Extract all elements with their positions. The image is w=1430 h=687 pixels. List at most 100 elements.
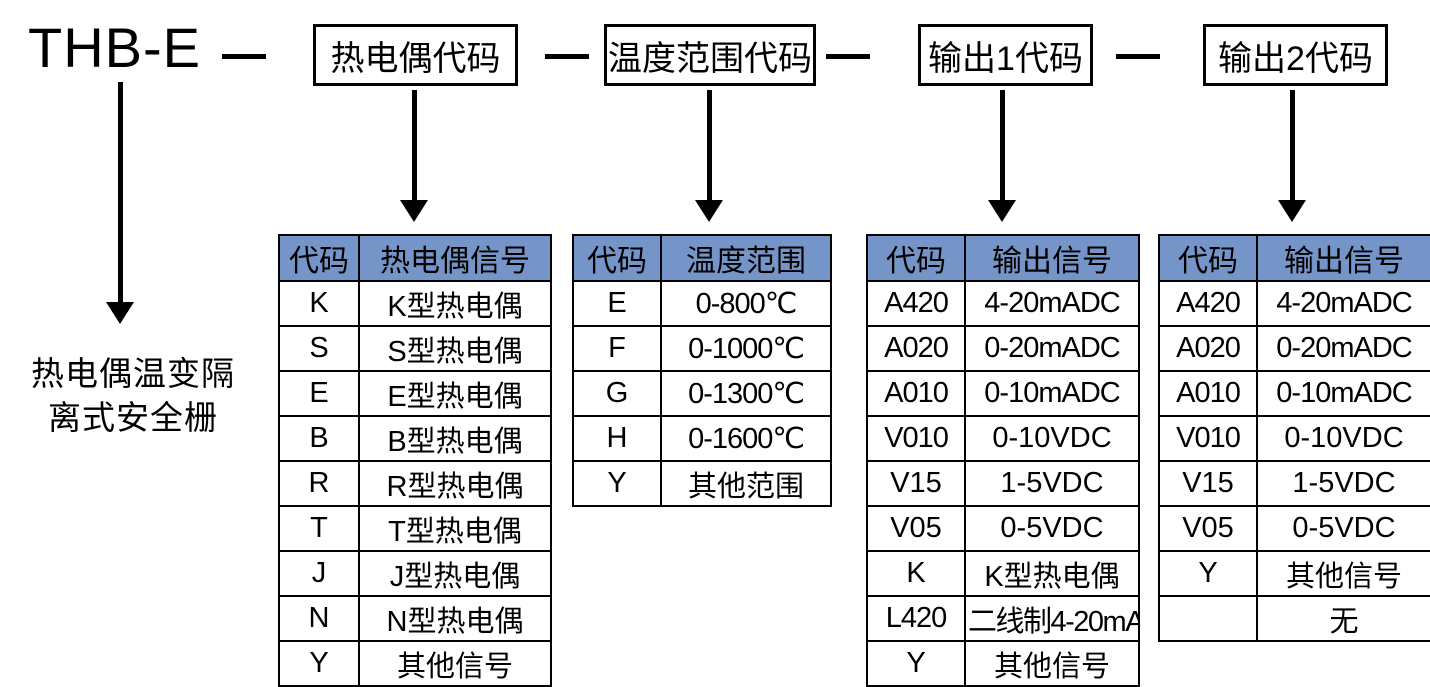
- table-row: V15 1-5VDC: [1158, 460, 1430, 507]
- product-description-line-2: 离式安全栅: [48, 399, 218, 436]
- column-header-value: 温度范围: [660, 234, 832, 282]
- arrow-head-output1: [988, 200, 1016, 222]
- table-output2-codes: 代码 输出信号 A420 4-20mADC A020 0-20mADC A010…: [1158, 234, 1430, 642]
- cell-value: K型热电偶: [964, 550, 1140, 597]
- arrow-line-product-description: [118, 82, 123, 304]
- cell-value: J型热电偶: [358, 550, 552, 597]
- separator-dash-3: [826, 54, 870, 59]
- cell-code: K: [866, 550, 966, 597]
- arrow-line-output1: [1000, 90, 1005, 202]
- cell-code: A020: [1158, 325, 1258, 372]
- table-body: A420 4-20mADC A020 0-20mADC A010 0-10mAD…: [866, 280, 1140, 687]
- cell-value: 0-800℃: [660, 280, 832, 327]
- table-row: Y 其他范围: [572, 460, 832, 507]
- cell-code: B: [278, 415, 360, 462]
- cell-value: 其他信号: [1256, 550, 1430, 597]
- cell-code: T: [278, 505, 360, 552]
- column-header-value: 输出信号: [1256, 234, 1430, 282]
- arrow-line-temperature-range: [707, 90, 712, 202]
- cell-code: J: [278, 550, 360, 597]
- cell-code: V010: [866, 415, 966, 462]
- column-header-code: 代码: [1158, 234, 1258, 282]
- table-row: B B型热电偶: [278, 415, 552, 462]
- table-row: E E型热电偶: [278, 370, 552, 417]
- code-box-thermocouple-label: 热电偶代码: [330, 39, 501, 78]
- cell-value: 0-10VDC: [1256, 415, 1430, 462]
- cell-code: K: [278, 280, 360, 327]
- table-body: K K型热电偶 S S型热电偶 E E型热电偶 B B型热电偶 R R型热电偶 …: [278, 280, 552, 687]
- cell-code: V15: [866, 460, 966, 507]
- table-row: F 0-1000℃: [572, 325, 832, 372]
- cell-code: N: [278, 595, 360, 642]
- table-header-row: 代码 温度范围: [572, 234, 832, 282]
- cell-value: K型热电偶: [358, 280, 552, 327]
- table-row: V05 0-5VDC: [1158, 505, 1430, 552]
- table-row: K K型热电偶: [866, 550, 1140, 597]
- arrow-head-product-description: [106, 302, 134, 324]
- column-header-code: 代码: [572, 234, 662, 282]
- cell-code: S: [278, 325, 360, 372]
- table-row: R R型热电偶: [278, 460, 552, 507]
- cell-value: 0-20mADC: [1256, 325, 1430, 372]
- cell-code: E: [572, 280, 662, 327]
- table-row: E 0-800℃: [572, 280, 832, 327]
- table-row: K K型热电偶: [278, 280, 552, 327]
- cell-value: 1-5VDC: [964, 460, 1140, 507]
- product-description: 热电偶温变隔 离式安全栅: [8, 352, 258, 440]
- table-row: S S型热电偶: [278, 325, 552, 372]
- cell-code: A010: [866, 370, 966, 417]
- table-row: V010 0-10VDC: [1158, 415, 1430, 462]
- separator-dash-2: [545, 54, 589, 59]
- table-row: N N型热电偶: [278, 595, 552, 642]
- cell-value: 1-5VDC: [1256, 460, 1430, 507]
- cell-code: V05: [866, 505, 966, 552]
- cell-value: 0-10VDC: [964, 415, 1140, 462]
- cell-code: A420: [866, 280, 966, 327]
- table-row: J J型热电偶: [278, 550, 552, 597]
- cell-value: 0-10mADC: [1256, 370, 1430, 417]
- cell-value: B型热电偶: [358, 415, 552, 462]
- code-box-thermocouple: 热电偶代码: [313, 24, 518, 86]
- table-temperature-range-codes: 代码 温度范围 E 0-800℃ F 0-1000℃ G 0-1300℃ H 0…: [572, 234, 832, 507]
- arrow-head-thermocouple: [400, 200, 428, 222]
- cell-value: R型热电偶: [358, 460, 552, 507]
- table-header-row: 代码 输出信号: [1158, 234, 1430, 282]
- table-output1-codes: 代码 输出信号 A420 4-20mADC A020 0-20mADC A010…: [866, 234, 1140, 687]
- model-prefix: THB-E: [28, 16, 201, 79]
- table-row: A020 0-20mADC: [1158, 325, 1430, 372]
- cell-code: G: [572, 370, 662, 417]
- cell-value: 0-1000℃: [660, 325, 832, 372]
- column-header-value: 输出信号: [964, 234, 1140, 282]
- code-box-temperature-range: 温度范围代码: [604, 24, 816, 86]
- code-box-output2: 输出2代码: [1203, 24, 1388, 86]
- table-row: Y 其他信号: [1158, 550, 1430, 597]
- cell-code: V05: [1158, 505, 1258, 552]
- cell-code: F: [572, 325, 662, 372]
- cell-value: 0-5VDC: [1256, 505, 1430, 552]
- cell-value: 0-5VDC: [964, 505, 1140, 552]
- table-header-row: 代码 输出信号: [866, 234, 1140, 282]
- cell-value: S型热电偶: [358, 325, 552, 372]
- table-body: E 0-800℃ F 0-1000℃ G 0-1300℃ H 0-1600℃ Y…: [572, 280, 832, 507]
- table-row: H 0-1600℃: [572, 415, 832, 462]
- table-row: T T型热电偶: [278, 505, 552, 552]
- table-row: A420 4-20mADC: [1158, 280, 1430, 327]
- code-box-output2-label: 输出2代码: [1218, 39, 1373, 78]
- product-description-line-1: 热电偶温变隔: [31, 355, 235, 392]
- table-row: A020 0-20mADC: [866, 325, 1140, 372]
- code-box-temperature-range-label: 温度范围代码: [608, 39, 812, 78]
- separator-dash-4: [1116, 54, 1160, 59]
- cell-value: 4-20mADC: [964, 280, 1140, 327]
- arrow-line-output2: [1290, 90, 1295, 202]
- cell-value: 无: [1256, 595, 1430, 642]
- separator-dash-1: [222, 54, 266, 59]
- cell-code: R: [278, 460, 360, 507]
- cell-code: H: [572, 415, 662, 462]
- cell-value: 二线制4-20mA: [964, 595, 1140, 642]
- cell-value: 0-1300℃: [660, 370, 832, 417]
- cell-value: 0-1600℃: [660, 415, 832, 462]
- cell-code: E: [278, 370, 360, 417]
- cell-code: Y: [572, 460, 662, 507]
- cell-value: T型热电偶: [358, 505, 552, 552]
- table-row: V15 1-5VDC: [866, 460, 1140, 507]
